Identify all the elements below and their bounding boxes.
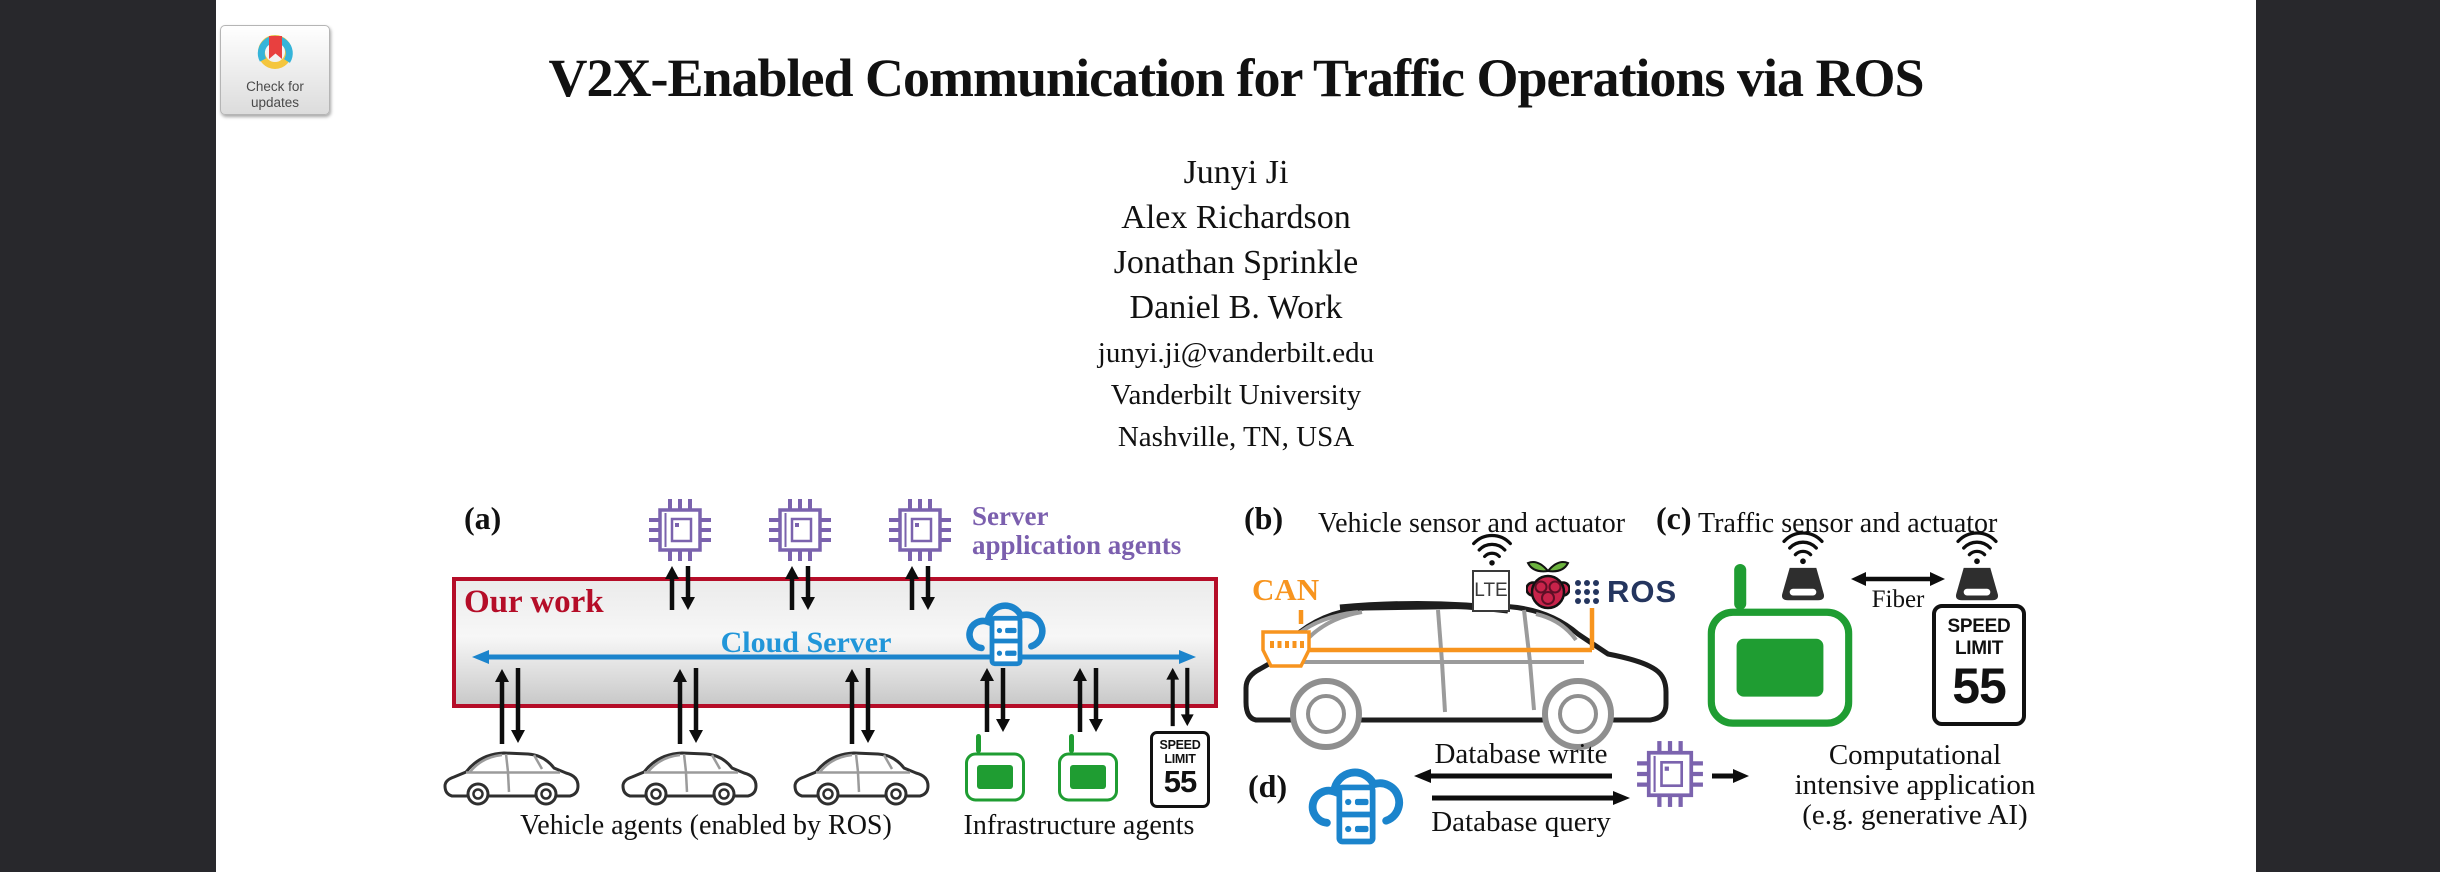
car-icon xyxy=(442,742,582,806)
speed-sign-line2: LIMIT xyxy=(1164,752,1196,766)
author-affiliation: Vanderbilt University xyxy=(1110,379,1362,411)
panel-c-caption: Traffic sensor and actuator xyxy=(1698,508,1998,539)
database-write-arrow-icon xyxy=(1414,769,1612,783)
fiber-link-arrow-icon xyxy=(1851,572,1945,586)
updown-arrows-icon xyxy=(1162,666,1198,728)
updown-arrows-icon xyxy=(492,666,528,746)
speed-sign-line2: LIMIT xyxy=(1954,638,2004,659)
router-icon xyxy=(1952,566,2002,604)
database-query-label: Database query xyxy=(1431,806,1611,838)
infrastructure-agents-caption: Infrastructure agents xyxy=(963,810,1195,841)
car-icon xyxy=(620,742,760,806)
updown-arrows-icon xyxy=(670,666,706,746)
wifi-icon xyxy=(1470,532,1514,568)
speed-limit-sign: SPEED LIMIT 55 xyxy=(1932,604,2026,726)
ros-dots-icon xyxy=(1574,579,1600,605)
fiber-label: Fiber xyxy=(1871,586,1925,613)
wifi-icon xyxy=(1780,530,1826,566)
speed-sign-value: 55 xyxy=(1952,658,2007,714)
updown-arrows-icon xyxy=(782,564,818,612)
chip-icon xyxy=(648,498,712,562)
vehicle-agents-caption: Vehicle agents (enabled by ROS) xyxy=(520,810,892,841)
panel-b-label: (b) xyxy=(1244,500,1284,536)
wifi-icon xyxy=(1954,530,2000,566)
updown-arrows-icon xyxy=(902,564,938,612)
panel-c-label: (c) xyxy=(1656,500,1692,536)
car-icon xyxy=(792,742,932,806)
database-write-label: Database write xyxy=(1434,738,1608,770)
author-name: Daniel B. Work xyxy=(1129,289,1343,326)
application-label-line1: Computational xyxy=(1828,739,2002,771)
updown-arrows-icon xyxy=(842,666,878,746)
cloud-server-icon xyxy=(1304,756,1408,848)
can-label: CAN xyxy=(1252,572,1320,607)
panel-a-label: (a) xyxy=(464,500,502,536)
rsu-icon xyxy=(965,734,1025,802)
author-location: Nashville, TN, USA xyxy=(1117,421,1355,453)
application-label-line3: (e.g. generative AI) xyxy=(1802,799,2028,831)
author-email: junyi.ji@vanderbilt.edu xyxy=(1097,337,1375,369)
crossmark-icon xyxy=(257,35,293,69)
raspberry-pi-icon xyxy=(1526,558,1570,614)
to-application-arrow-icon xyxy=(1712,769,1749,783)
cloud-server-label: Cloud Server xyxy=(720,626,892,659)
left-dark-bar xyxy=(0,0,216,872)
panel-d-label: (d) xyxy=(1248,768,1288,804)
server-agents-line2: application agents xyxy=(972,530,1182,560)
updown-arrows-icon xyxy=(1070,666,1106,734)
badge-label-line1: Check for xyxy=(246,79,304,94)
right-dark-bar xyxy=(2256,0,2440,872)
author-name: Jonathan Sprinkle xyxy=(1113,244,1359,281)
chip-icon xyxy=(888,498,952,562)
chip-icon xyxy=(768,498,832,562)
cloud-server-icon xyxy=(962,592,1050,669)
updown-arrows-icon xyxy=(662,564,698,612)
author-name: Junyi Ji xyxy=(1183,154,1289,191)
check-for-updates-badge[interactable]: Check for updates xyxy=(220,25,330,115)
cloud-bus-arrow-icon xyxy=(472,650,1196,664)
database-query-arrow-icon xyxy=(1432,791,1630,805)
panel-b-caption: Vehicle sensor and actuator xyxy=(1318,508,1626,539)
paper-title: V2X-Enabled Communication for Traffic Op… xyxy=(548,48,1924,108)
speed-sign-line1: SPEED xyxy=(1947,616,2011,637)
ros-logo: ROS xyxy=(1574,574,1677,610)
application-label-line2: intensive application xyxy=(1794,769,2036,801)
server-agents-line1: Server xyxy=(972,501,1049,531)
our-work-label: Our work xyxy=(464,584,604,620)
speed-limit-sign: SPEED LIMIT 55 xyxy=(1150,731,1210,808)
paper-page: Check for updates V2X-Enabled Communicat… xyxy=(216,0,2256,872)
updown-arrows-icon xyxy=(977,666,1013,734)
speed-sign-line1: SPEED xyxy=(1159,738,1201,752)
chip-icon xyxy=(1636,740,1704,808)
ros-logo-text: ROS xyxy=(1607,574,1678,609)
our-work-box xyxy=(452,577,1218,708)
author-name: Alex Richardson xyxy=(1121,199,1351,236)
obd-connector-icon xyxy=(1260,626,1312,672)
suv-car-icon xyxy=(1243,600,1669,750)
router-icon xyxy=(1778,566,1828,604)
server-agents-label: Server application agents xyxy=(972,502,1181,560)
speed-sign-value: 55 xyxy=(1163,764,1197,799)
application-label: Computational intensive application (e.g… xyxy=(1760,740,2070,830)
badge-label-line2: updates xyxy=(250,95,300,110)
lte-modem-box: LTE xyxy=(1472,570,1510,612)
rsu-icon xyxy=(1058,734,1118,802)
